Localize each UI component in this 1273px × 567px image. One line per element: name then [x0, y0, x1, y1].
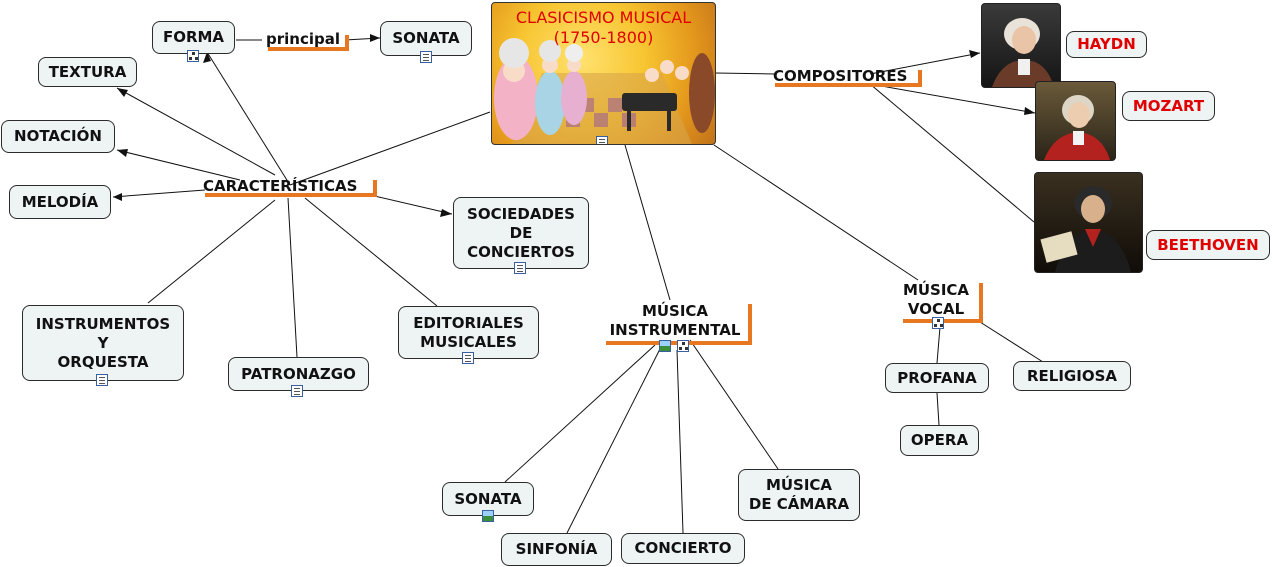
mozart-portrait[interactable]	[1035, 81, 1116, 161]
textura-node[interactable]: TEXTURA	[38, 57, 137, 87]
caracteristicas-label[interactable]: CARACTERÍSTICAS	[203, 177, 358, 195]
sonata-text: SONATA	[454, 489, 522, 508]
sociedades-text-line3: CONCIERTOS	[467, 242, 575, 261]
beethoven-node[interactable]: BEETHOVEN	[1146, 230, 1270, 260]
submap-icon[interactable]	[932, 317, 944, 329]
central-title: CLASICISMO MUSICAL (1750-1800)	[492, 8, 715, 48]
note-icon[interactable]	[596, 136, 608, 144]
submap-icon[interactable]	[187, 50, 199, 62]
opera-text: OPERA	[910, 431, 969, 449]
musica-instrumental-underline-tick	[748, 304, 752, 345]
instrumentos-text-line1: INSTRUMENTOS	[35, 314, 171, 333]
sinfonia-text: SINFONÍA	[515, 540, 598, 558]
sonata-form-node[interactable]: SONATA	[380, 21, 472, 56]
sociedades-text-line2: DE	[509, 223, 533, 242]
forma-text: FORMA	[162, 28, 225, 46]
central-image[interactable]: CLASICISMO MUSICAL (1750-1800)	[491, 2, 716, 145]
musica-vocal-label[interactable]: MÚSICA VOCAL	[888, 281, 984, 319]
haydn-portrait-drawing	[992, 18, 1054, 87]
religiosa-text: RELIGIOSA	[1027, 366, 1117, 385]
mozart-node[interactable]: MOZART	[1122, 91, 1215, 121]
note-icon[interactable]	[420, 51, 432, 63]
musica-camara-node[interactable]: MÚSICA DE CÁMARA	[738, 469, 860, 521]
caracteristicas-underline	[205, 193, 377, 197]
image-icon[interactable]	[659, 340, 671, 352]
musica-instrumental-label[interactable]: MÚSICA INSTRUMENTAL	[600, 302, 750, 340]
melodia-node[interactable]: MELODÍA	[9, 185, 111, 219]
central-title-text: CLASICISMO MUSICAL	[515, 8, 692, 27]
editoriales-text-line1: EDITORIALES	[413, 313, 524, 332]
sociedades-text-line1: SOCIEDADES	[467, 204, 575, 223]
sonata-form-text: SONATA	[392, 29, 460, 47]
notacion-node[interactable]: NOTACIÓN	[1, 120, 115, 153]
compositores-label[interactable]: COMPOSITORES	[773, 67, 908, 85]
instrumentos-node[interactable]: INSTRUMENTOS Y ORQUESTA	[22, 305, 184, 381]
principal-underline-tick	[345, 35, 349, 51]
forma-node[interactable]: FORMA	[152, 21, 235, 54]
note-icon[interactable]	[96, 374, 108, 386]
profana-text: PROFANA	[897, 368, 977, 387]
submap-icon[interactable]	[677, 340, 689, 352]
principal-underline	[268, 47, 349, 51]
musica-vocal-line1: MÚSICA	[902, 281, 970, 299]
sinfonia-node[interactable]: SINFONÍA	[501, 533, 612, 566]
mozart-portrait-drawing	[1044, 95, 1110, 160]
haydn-node[interactable]: HAYDN	[1066, 31, 1147, 58]
sociedades-node[interactable]: SOCIEDADES DE CONCIERTOS	[453, 197, 589, 269]
melodia-text: MELODÍA	[21, 192, 99, 211]
opera-node[interactable]: OPERA	[900, 425, 979, 456]
musica-instrumental-line1: MÚSICA	[641, 302, 709, 320]
musica-vocal-line2: VOCAL	[907, 300, 965, 318]
note-icon[interactable]	[291, 385, 303, 397]
instrumentos-text-line2: Y	[97, 333, 109, 352]
musica-camara-line1: MÚSICA	[765, 476, 833, 494]
classical-scene-illustration	[494, 38, 715, 144]
profana-node[interactable]: PROFANA	[885, 363, 989, 393]
image-icon[interactable]	[482, 510, 494, 522]
note-icon[interactable]	[514, 262, 526, 274]
musica-camara-line2: DE CÁMARA	[748, 495, 850, 513]
textura-text: TEXTURA	[48, 62, 127, 81]
notacion-text: NOTACIÓN	[14, 127, 102, 145]
concierto-node[interactable]: CONCIERTO	[621, 533, 745, 564]
religiosa-node[interactable]: RELIGIOSA	[1013, 361, 1131, 391]
concierto-text: CONCIERTO	[634, 539, 732, 557]
haydn-text: HAYDN	[1077, 35, 1136, 53]
editoriales-text-line2: MUSICALES	[420, 332, 517, 351]
mozart-text: MOZART	[1132, 96, 1205, 115]
instrumentos-text-line3: ORQUESTA	[57, 352, 149, 371]
musica-vocal-underline-tick	[979, 283, 983, 323]
patronazgo-text: PATRONAZGO	[241, 364, 356, 383]
editoriales-node[interactable]: EDITORIALES MUSICALES	[398, 306, 539, 359]
beethoven-text: BEETHOVEN	[1157, 235, 1259, 254]
caracteristicas-underline-tick	[373, 180, 377, 197]
sonata-node[interactable]: SONATA	[442, 482, 534, 516]
beethoven-portrait[interactable]	[1034, 172, 1143, 273]
haydn-portrait[interactable]	[981, 3, 1061, 88]
compositores-underline	[775, 83, 922, 87]
central-subtitle-text: (1750-1800)	[553, 28, 654, 47]
beethoven-portrait-drawing	[1040, 186, 1131, 272]
principal-label[interactable]: principal	[266, 30, 340, 48]
musica-instrumental-line2: INSTRUMENTAL	[609, 321, 741, 339]
note-icon[interactable]	[462, 352, 474, 364]
compositores-underline-tick	[918, 70, 922, 87]
